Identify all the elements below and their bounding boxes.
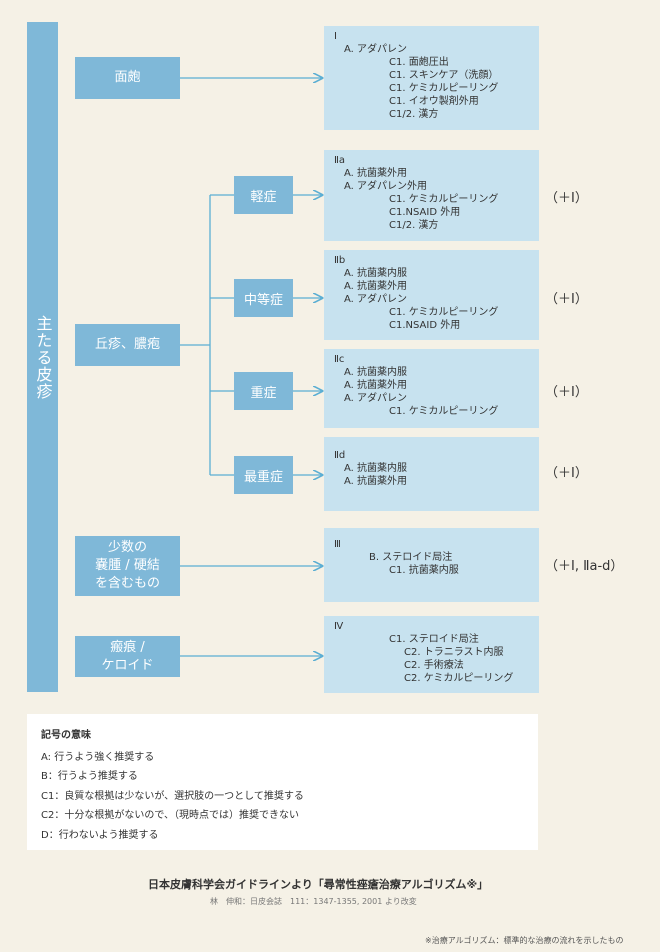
treatment-level-2a: Ⅱa: [334, 155, 346, 166]
severity-mild: 軽症: [234, 176, 293, 214]
treatment-line: A. 抗菌薬外用: [344, 380, 408, 391]
severity-moderate: 中等症: [234, 279, 293, 317]
legend-item: B：行うよう推奨する: [41, 771, 138, 782]
treatment-line: C2. ケミカルピーリング: [404, 673, 514, 684]
legend-item: D：行わないよう推奨する: [41, 829, 159, 841]
severity-severe: 重症: [234, 372, 293, 410]
treatment-box-2b: Ⅱb A. 抗菌薬内服 A. 抗菌薬外用 A. アダパレン C1. ケミカルピー…: [324, 250, 539, 340]
footnote: ※治療アルゴリズム：標準的な治療の流れを示したもの: [425, 936, 624, 945]
treatment-line: B. ステロイド局注: [369, 552, 453, 563]
severity-moderate-label: 中等症: [243, 292, 283, 308]
category-papule: 丘疹、膿疱: [75, 324, 180, 366]
treatment-line: A. 抗菌薬外用: [344, 168, 408, 179]
main-skin-lesion-label: 主たる皮疹: [33, 314, 53, 400]
treatment-line: A. 抗菌薬内服: [344, 463, 408, 474]
treatment-line: A. アダパレン外用: [344, 181, 428, 192]
legend-item: C1：良質な根拠は少ないが、選択肢の一つとして推奨する: [41, 790, 304, 802]
category-nodule-label-line2: 嚢腫 / 硬結: [95, 558, 160, 573]
treatment-line: C1. ステロイド局注: [389, 634, 479, 645]
severity-mild-label: 軽症: [250, 189, 277, 205]
treatment-line: C1. ケミカルピーリング: [389, 83, 499, 94]
treatment-box-2a: Ⅱa A. 抗菌薬外用 A. アダパレン外用 C1. ケミカルピーリング C1.…: [324, 150, 539, 241]
severity-very-severe: 最重症: [234, 456, 293, 494]
treatment-level-2b: Ⅱb: [334, 255, 346, 266]
treatment-line: C1. 抗菌薬内服: [389, 565, 459, 576]
treatment-line: C2. 手術療法: [404, 660, 464, 671]
treatment-line: A. アダパレン: [344, 294, 408, 305]
category-comedo: 面皰: [75, 57, 180, 99]
treatment-level-3: Ⅲ: [334, 539, 341, 550]
plus-note-2a: （＋Ⅰ）: [545, 191, 588, 206]
treatment-line: C1. ケミカルピーリング: [389, 194, 499, 205]
treatment-line: C2. トラニラスト内服: [404, 647, 504, 658]
treatment-line: C1. スキンケア（洗顔）: [389, 70, 499, 81]
treatment-level-4: Ⅳ: [334, 621, 344, 632]
legend-box: 記号の意味 A: 行うよう強く推奨する B：行うよう推奨する C1：良質な根拠は…: [27, 714, 538, 850]
category-comedo-label: 面皰: [114, 70, 141, 85]
category-scar-label-line2: ケロイド: [101, 657, 154, 673]
treatment-level-2c: Ⅱc: [334, 354, 345, 365]
treatment-line: C1.NSAID 外用: [389, 320, 461, 331]
treatment-line: A. 抗菌薬内服: [344, 268, 408, 279]
treatment-line: A. 抗菌薬外用: [344, 281, 408, 292]
treatment-line: C1.NSAID 外用: [389, 207, 461, 218]
treatment-box-1: Ⅰ A. アダパレン C1. 面皰圧出 C1. スキンケア（洗顔） C1. ケミ…: [324, 26, 539, 130]
treatment-line: C1. ケミカルピーリング: [389, 307, 499, 318]
source-citation: 林 伸和：日皮会誌 111：1347-1355, 2001 より改変: [210, 897, 417, 906]
source-title: 日本皮膚科学会ガイドラインより「尋常性痤瘡治療アルゴリズム※」: [148, 878, 489, 891]
treatment-level-2d: Ⅱd: [334, 450, 346, 461]
treatment-line: A. アダパレン: [344, 44, 408, 55]
severity-severe-label: 重症: [250, 385, 277, 401]
plus-note-2d: （＋Ⅰ）: [545, 466, 588, 481]
treatment-line: C1. ケミカルピーリング: [389, 406, 499, 417]
category-nodule: 少数の 嚢腫 / 硬結 を含むもの: [75, 536, 180, 596]
legend-item: C2：十分な根拠がないので、（現時点では）推奨できない: [41, 810, 299, 821]
category-scar: 瘢痕 / ケロイド: [75, 636, 180, 677]
treatment-line: A. 抗菌薬外用: [344, 476, 408, 487]
treatment-box-3: Ⅲ B. ステロイド局注 C1. 抗菌薬内服: [324, 528, 539, 602]
plus-note-3: （＋Ⅰ, Ⅱa-d）: [545, 559, 624, 574]
plus-note-2c: （＋Ⅰ）: [545, 385, 588, 400]
legend-title: 記号の意味: [41, 730, 91, 741]
plus-note-2b: （＋Ⅰ）: [545, 292, 588, 307]
treatment-level-1: Ⅰ: [334, 31, 337, 42]
treatment-box-2d: Ⅱd A. 抗菌薬内服 A. 抗菌薬外用: [324, 437, 539, 511]
treatment-line: A. アダパレン: [344, 393, 408, 404]
treatment-line: C1. イオウ製剤外用: [389, 96, 479, 107]
severity-very-severe-label: 最重症: [243, 469, 283, 485]
treatment-line: C1/2. 漢方: [389, 109, 439, 120]
category-scar-label-line1: 瘢痕 /: [110, 639, 145, 655]
main-skin-lesion-bar: 主たる皮疹: [27, 22, 58, 692]
legend-item: A: 行うよう強く推奨する: [41, 751, 155, 763]
treatment-box-4: Ⅳ C1. ステロイド局注 C2. トラニラスト内服 C2. 手術療法 C2. …: [324, 616, 539, 693]
treatment-line: C1. 面皰圧出: [389, 57, 449, 68]
category-papule-label: 丘疹、膿疱: [94, 337, 160, 352]
treatment-line: C1/2. 漢方: [389, 220, 439, 231]
treatment-box-2c: Ⅱc A. 抗菌薬内服 A. 抗菌薬外用 A. アダパレン C1. ケミカルピー…: [324, 349, 539, 428]
category-nodule-label-line3: を含むもの: [94, 576, 160, 591]
treatment-line: A. 抗菌薬内服: [344, 367, 408, 378]
category-nodule-label-line1: 少数の: [107, 540, 147, 555]
